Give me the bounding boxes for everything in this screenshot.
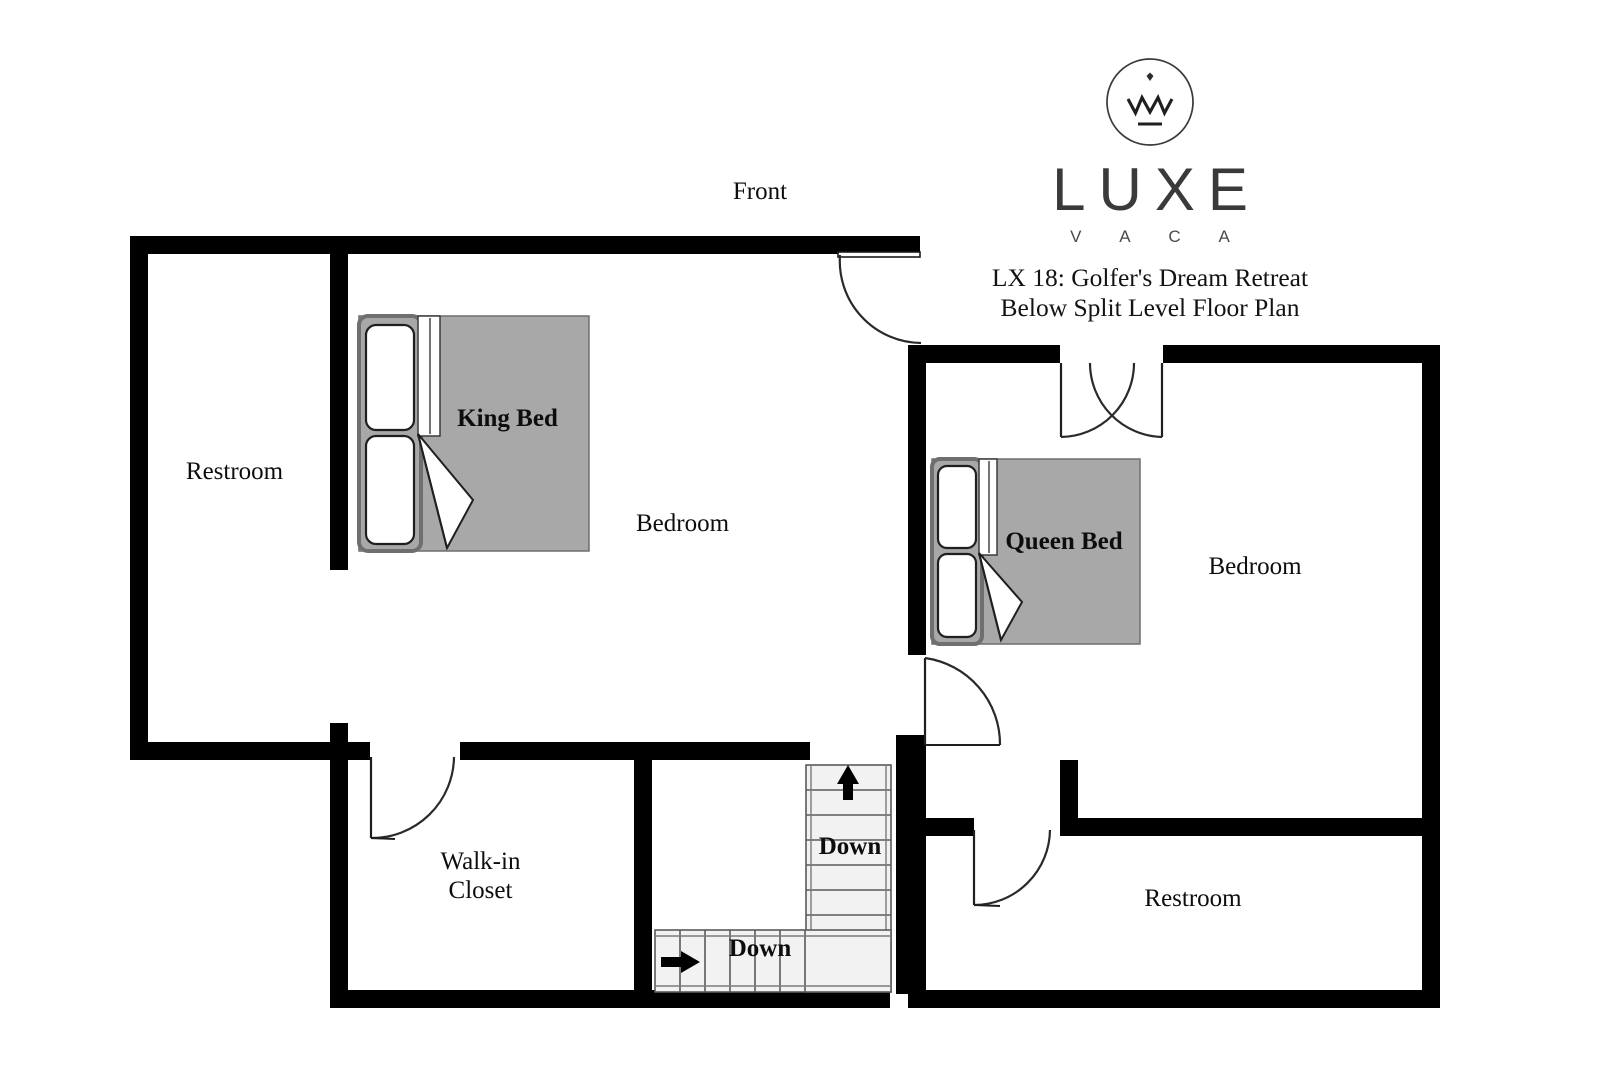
queen-bed-pillow-top: [936, 464, 978, 550]
king-bed-pillow-bottom: [364, 434, 416, 546]
orientation-label-front: Front: [732, 178, 788, 205]
crown-in-circle-icon: [1106, 58, 1194, 146]
queen-bed-graphic: [930, 457, 1141, 646]
stair-up-arrow-icon: [837, 765, 859, 800]
plan-title-line-2: Below Split Level Floor Plan: [1000, 292, 1300, 322]
queen-bed-pillow-bottom: [936, 552, 978, 639]
wall-right-top-right-seg: [1163, 345, 1440, 363]
wall-right-bottom-exterior: [908, 990, 1440, 1008]
door-double-right-swing-arc: [1088, 362, 1163, 439]
door-walkin-closet-swing-arc: [370, 756, 456, 840]
stair-right-arrow-icon: [661, 951, 700, 973]
queen-bed-blanket-fold-edge: [978, 552, 1002, 641]
door-right-bedroom-double: [1059, 362, 1164, 439]
king-bed-blanket-fold-edge: [417, 433, 448, 549]
wall-right-unit-left-lower: [908, 735, 926, 1008]
stair-label-upper-run: Down: [818, 833, 882, 860]
door-walkin-closet: [369, 756, 456, 840]
brand-header: LUXE V A C A LX 18: Golfer's Dream Retre…: [940, 50, 1360, 323]
wall-left-bottom-exterior: [330, 990, 890, 1008]
door-right-bedroom-hall-swing-arc: [924, 656, 1002, 746]
door-right-bedroom-hall: [923, 656, 1002, 746]
wall-right-restroom-stub: [1060, 760, 1078, 824]
brand-sub-wordmark: V A C A: [1070, 227, 1247, 246]
plan-title-line-1: LX 18: Golfer's Dream Retreat: [991, 263, 1309, 292]
door-front-entry: [837, 251, 922, 345]
left-unit-walls: [130, 236, 920, 1008]
wall-left-exterior: [130, 236, 148, 760]
wall-right-restroom-top-right-seg: [1060, 818, 1440, 836]
door-right-restroom-jamb: [973, 904, 1001, 907]
room-label-bedroom-right: Bedroom: [1208, 553, 1302, 580]
wall-right-unit-left-upper: [908, 345, 926, 655]
wall-closet-right: [634, 754, 652, 994]
wall-closet-left: [330, 723, 348, 1008]
door-front-entry-panel: [837, 251, 921, 258]
wall-closet-top: [460, 742, 810, 760]
furniture-label-king-bed: King Bed: [457, 405, 558, 432]
king-bed-sheet-strip: [417, 315, 441, 437]
room-label-walkin-closet: Walk-in Closet: [440, 848, 521, 904]
plan-title: LX 18: Golfer's Dream Retreat Below Spli…: [940, 263, 1360, 323]
room-label-restroom-left: Restroom: [185, 458, 284, 485]
right-unit-walls: [896, 345, 1440, 1008]
door-front-entry-swing-arc: [838, 254, 922, 345]
queen-bed-sheet-strip: [978, 458, 998, 556]
wall-right-top-left-seg: [908, 345, 1060, 363]
door-right-restroom: [972, 829, 1052, 907]
wall-right-exterior: [1422, 345, 1440, 1008]
king-bed-graphic: [357, 314, 590, 553]
room-label-bedroom-left: Bedroom: [635, 510, 730, 537]
door-right-restroom-swing-arc: [973, 829, 1052, 907]
room-label-restroom-right: Restroom: [1144, 885, 1242, 912]
staircase: [654, 764, 892, 993]
wall-restroom-bedroom-partition: [330, 245, 348, 570]
king-bed-pillow-top: [364, 323, 416, 432]
wall-stair-jog-stub: [896, 735, 926, 759]
stair-label-lower-run: Down: [728, 935, 792, 962]
brand-wordmark: LUXE: [1052, 156, 1261, 223]
wall-left-restroom-bottom: [130, 742, 370, 760]
furniture-label-queen-bed: Queen Bed: [1005, 528, 1123, 555]
door-walkin-closet-jamb: [370, 837, 396, 840]
wall-left-top: [130, 236, 920, 254]
wall-right-restroom-top-left-seg: [926, 818, 974, 836]
